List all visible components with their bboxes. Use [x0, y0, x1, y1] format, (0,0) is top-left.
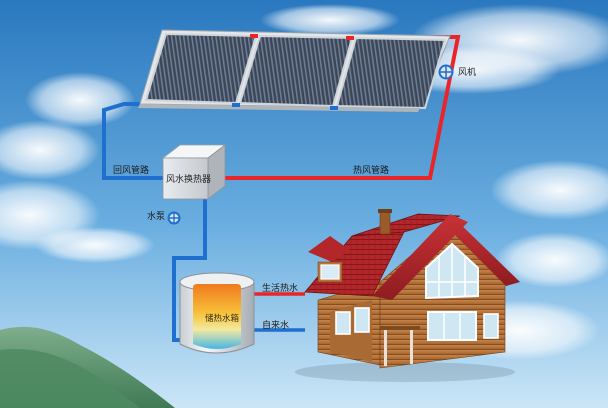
house-window	[354, 307, 370, 333]
solar-panel	[335, 36, 447, 110]
pump-icon	[167, 211, 181, 225]
domestic-hot-water-label: 生活热水	[262, 282, 298, 294]
storage-tank	[179, 272, 255, 354]
house-window	[335, 311, 351, 335]
solar-collector-array	[138, 29, 451, 112]
return-air-duct-label: 回风管路	[113, 164, 149, 176]
house-window	[483, 313, 499, 339]
pump-label: 水泵	[147, 210, 165, 222]
fan-icon	[438, 64, 454, 80]
hot-air-duct-label: 热风管路	[353, 164, 389, 176]
tap-water-label: 自来水	[262, 319, 289, 331]
solar-panel	[144, 32, 258, 105]
heat-exchanger	[161, 144, 227, 200]
house-window	[427, 311, 477, 341]
house	[295, 209, 520, 382]
cold-pipe-network	[102, 102, 305, 342]
solar-panel	[238, 34, 354, 108]
heat-exchanger-label: 风水换热器	[166, 173, 211, 185]
fan-label: 风机	[458, 66, 476, 78]
house-window	[425, 242, 479, 300]
storage-tank-label: 储热水箱	[205, 313, 240, 324]
clouds	[0, 4, 608, 360]
